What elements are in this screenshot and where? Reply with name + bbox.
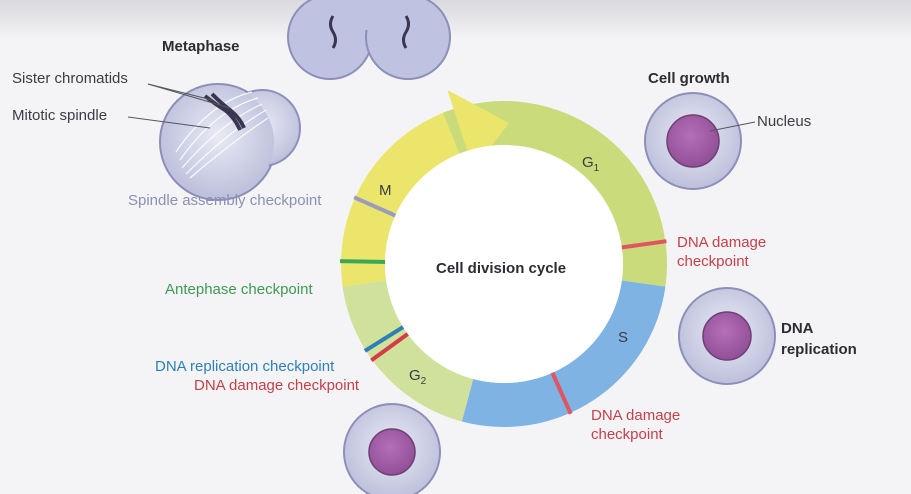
- dividing-cell: [287, 0, 451, 80]
- dna-damage-checkpoint-s-line1: DNA damage: [591, 407, 681, 424]
- phase-segment-s: [461, 280, 666, 427]
- checkpoint-mark-dna-damage-g1: [620, 239, 667, 250]
- dna-replication-line2: replication: [781, 341, 857, 358]
- cell-division-cycle-title: Cell division cycle: [436, 260, 567, 277]
- checkpoint-mark-spindle-assembly: [353, 195, 398, 218]
- phase-segment-g2: [342, 280, 474, 422]
- g2-cell: [343, 403, 441, 494]
- metaphase-cell: [159, 83, 301, 201]
- dna-damage-checkpoint-s-line2: checkpoint: [591, 426, 663, 443]
- spindle-assembly-checkpoint-label: Spindle assembly checkpoint: [128, 192, 322, 209]
- dna-replication-checkpoint-label: DNA replication checkpoint: [155, 358, 335, 375]
- phase-segment-g1: [442, 100, 667, 287]
- phase-label-s: S: [618, 329, 629, 346]
- checkpoint-marks: [339, 195, 667, 415]
- leader-sister-chromatids-2: [147, 83, 231, 109]
- dna-damage-checkpoint-g1-line1: DNA damage: [677, 234, 767, 251]
- mitotic-spindle-label: Mitotic spindle: [12, 107, 108, 124]
- ring-inner: [385, 145, 623, 383]
- checkpoint-mark-dna-damage-g2: [370, 331, 410, 363]
- spindle-fibers: [175, 91, 269, 179]
- phase-label-g1: G1: [582, 154, 600, 174]
- top-shadow: [0, 0, 911, 40]
- cycle-ring: [339, 89, 667, 427]
- checkpoint-mark-dna-replication: [363, 324, 405, 353]
- dna-damage-checkpoint-g2-label: DNA damage checkpoint: [194, 377, 360, 394]
- phase-label-g2: G2: [409, 367, 427, 387]
- cell-growth-cell: [644, 92, 756, 190]
- leader-mitotic-spindle: [127, 116, 211, 129]
- phase-segment-m: [341, 106, 474, 287]
- cycle-arrow-head: [447, 89, 509, 170]
- checkpoint-mark-dna-damage-s: [550, 370, 573, 415]
- phase-label-m: M: [379, 182, 392, 199]
- dna-replication-line1: DNA: [781, 320, 814, 337]
- nucleus-label: Nucleus: [757, 113, 812, 130]
- dna-damage-checkpoint-g1-line2: checkpoint: [677, 253, 749, 270]
- dna-replication-cell: [678, 287, 776, 385]
- antephase-checkpoint-label: Antephase checkpoint: [165, 281, 313, 298]
- leader-nucleus: [709, 121, 756, 132]
- sister-chromatids-label: Sister chromatids: [12, 70, 128, 87]
- metaphase-title: Metaphase: [162, 38, 240, 55]
- checkpoint-mark-antephase: [339, 259, 387, 264]
- cell-growth-title: Cell growth: [648, 70, 730, 87]
